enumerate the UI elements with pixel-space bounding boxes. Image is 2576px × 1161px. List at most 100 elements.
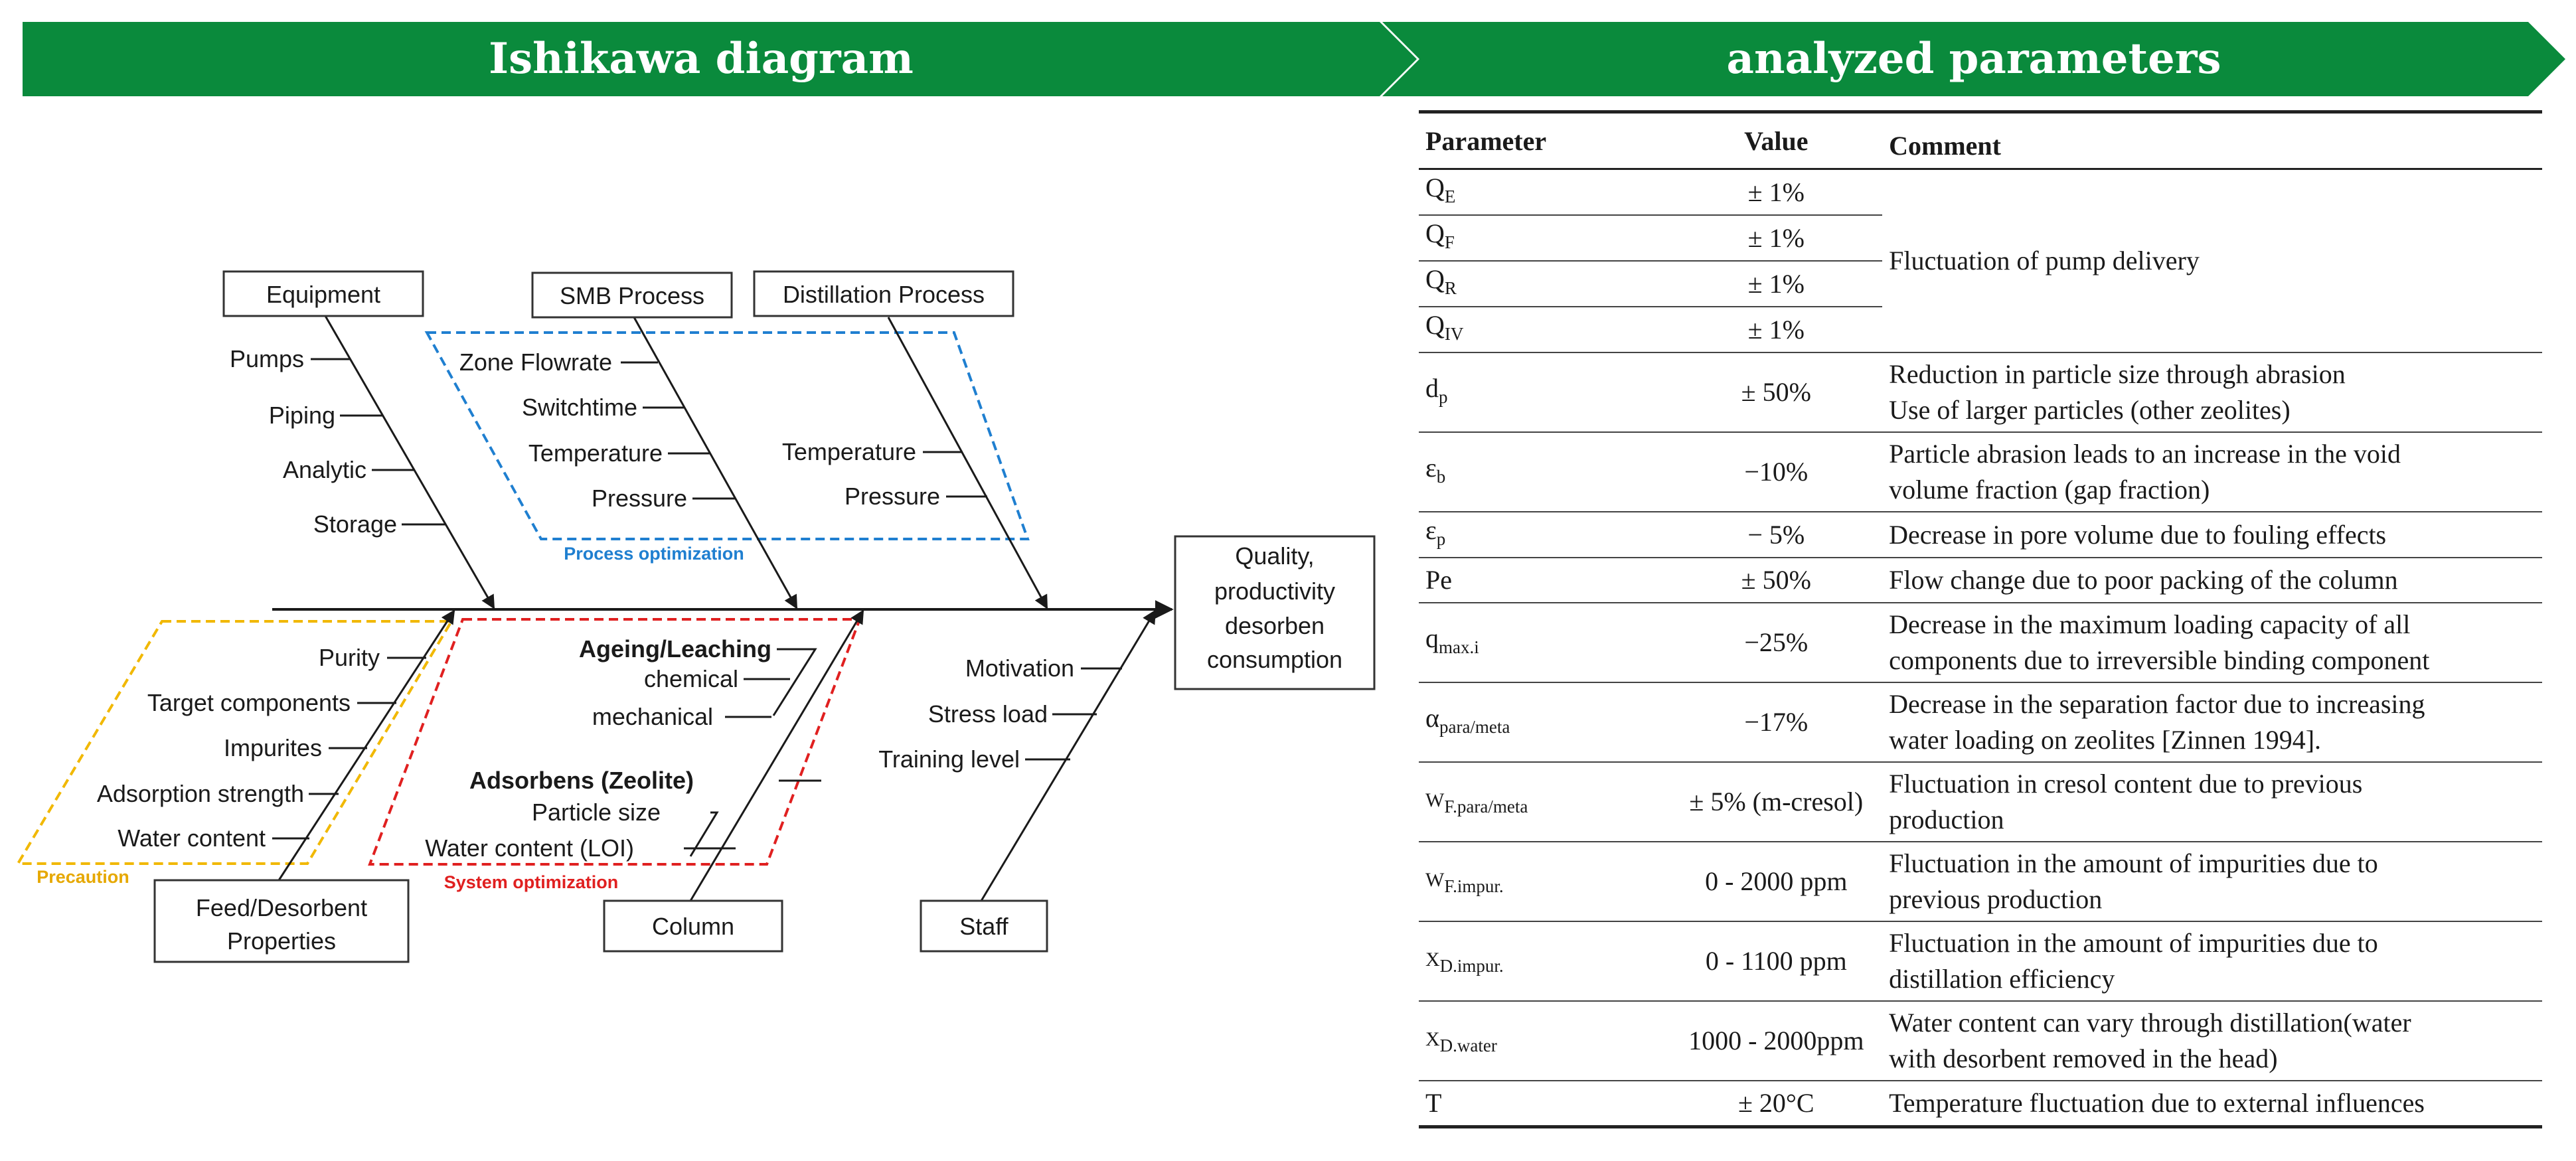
- comment-line: distillation efficiency: [1889, 964, 2115, 994]
- cause-impurites: Impurites: [224, 734, 322, 761]
- parameter-symbol: Q: [1425, 173, 1445, 202]
- parameter-cell: XD.impur.: [1419, 921, 1670, 1002]
- value-cell: −25%: [1670, 603, 1883, 683]
- table-row: WF.para/meta ± 5% (m-cresol)Fluctuation i…: [1419, 762, 2542, 842]
- effect-line1: Quality,: [1235, 542, 1314, 570]
- column-label: Column: [652, 913, 734, 940]
- cause-water-content-loi: Water content (LOI): [425, 834, 634, 862]
- table-row: Pe± 50%Flow change due to poor packing o…: [1419, 558, 2542, 603]
- comment-cell: Flow change due to poor packing of the c…: [1882, 558, 2542, 603]
- cause-pumps: Pumps: [230, 345, 304, 372]
- effect-line4: consumption: [1207, 646, 1342, 673]
- table-row: αpara/meta−17%Decrease in the separation…: [1419, 682, 2542, 763]
- comment-line: Fluctuation in the amount of impurities …: [1889, 928, 2378, 958]
- table-row: QF± 1%: [1419, 215, 2542, 262]
- parameters-banner: analyzed parameters: [1382, 22, 2565, 96]
- parameter-symbol: q: [1425, 623, 1439, 653]
- comment-line: Water content can vary through distillat…: [1889, 1008, 2411, 1038]
- cause-zone-flowrate: Zone Flowrate: [459, 348, 612, 376]
- value-cell: ± 20°C: [1670, 1081, 1883, 1128]
- distillation-cause-lines: [923, 451, 987, 498]
- parameter-cell: QF: [1419, 215, 1670, 262]
- parameters-banner-arrow: [1382, 22, 2565, 96]
- table-row: QR± 1%: [1419, 261, 2542, 307]
- comment-line: volume fraction (gap fraction): [1889, 475, 2210, 504]
- column-cause-lines: [684, 648, 821, 857]
- parameter-subscript: E: [1444, 187, 1456, 206]
- comment-cell: Fluctuation in the amount of impurities …: [1882, 921, 2542, 1002]
- value-cell: 1000 - 2000ppm: [1670, 1001, 1883, 1081]
- parameter-symbol: Q: [1425, 310, 1445, 340]
- equipment-cause-lines: [311, 358, 446, 526]
- cause-mechanical: mechanical: [592, 703, 713, 730]
- comment-cell: Fluctuation of pump delivery: [1882, 169, 2542, 353]
- parameter-cell: εp: [1419, 512, 1670, 558]
- comment-cell: Fluctuation in the amount of impurities …: [1882, 842, 2542, 922]
- staff-box: [920, 899, 1048, 953]
- parameter-subscript: max.i: [1439, 637, 1479, 657]
- header-parameter: Parameter: [1419, 110, 1670, 170]
- cause-storage: Storage: [313, 510, 397, 538]
- table-header-row: Parameter Value Comment: [1419, 110, 2542, 170]
- cause-particle-size: Particle size: [532, 799, 661, 826]
- parameter-cell: Pe: [1419, 558, 1670, 603]
- comment-line: previous production: [1889, 884, 2103, 914]
- parameter-cell: qmax.i: [1419, 603, 1670, 683]
- parameter-subscript: D.impur.: [1439, 955, 1504, 976]
- parameter-symbol: d: [1425, 372, 1439, 403]
- ishikawa-banner-arrow: [23, 22, 1417, 96]
- comment-line: Fluctuation in cresol content due to pre…: [1889, 769, 2363, 799]
- cause-piping: Piping: [269, 402, 335, 429]
- parameter-symbol: W: [1425, 789, 1445, 811]
- table-row: dp± 50%Reduction in particle size throug…: [1419, 352, 2542, 433]
- cause-training-level: Training level: [878, 745, 1020, 773]
- parameter-symbol: T: [1425, 1088, 1442, 1118]
- process-optimization-region: [424, 331, 1030, 540]
- table-row: qmax.i−25%Decrease in the maximum loadin…: [1419, 603, 2542, 683]
- parameter-symbol: ε: [1425, 452, 1437, 483]
- parameter-subscript: b: [1436, 466, 1446, 487]
- feed-cause-lines: [272, 657, 426, 840]
- column-box: [603, 899, 783, 953]
- feed-desorbent-box: [153, 879, 410, 963]
- cause-target-components: Target components: [147, 689, 351, 716]
- parameters-banner-title: analyzed parameters: [1726, 34, 2221, 84]
- comment-line: components due to irreversible binding c…: [1889, 645, 2430, 675]
- cause-smb-pressure: Pressure: [592, 485, 687, 512]
- parameter-subscript: F.para/meta: [1444, 796, 1528, 816]
- cause-stress-load: Stress load: [928, 700, 1048, 728]
- comment-cell: Decrease in the separation factor due to…: [1882, 682, 2542, 763]
- staff-bone: [980, 609, 1157, 901]
- comment-cell: Temperature fluctuation due to external …: [1882, 1081, 2542, 1128]
- table-row: QE± 1%Fluctuation of pump delivery: [1419, 169, 2542, 353]
- smb-cause-lines: [621, 361, 736, 500]
- parameter-symbol: ε: [1425, 515, 1437, 545]
- comment-line: production: [1889, 805, 2004, 834]
- parameter-cell: αpara/meta: [1419, 682, 1670, 763]
- value-cell: 0 - 1100 ppm: [1670, 921, 1883, 1002]
- parameter-cell: QIV: [1419, 307, 1670, 353]
- effect-line3: desorben: [1225, 612, 1325, 639]
- distillation-process-label: Distillation Process: [783, 281, 985, 308]
- parameter-symbol: Q: [1425, 218, 1445, 248]
- cause-chemical: chemical: [644, 665, 738, 692]
- parameter-subscript: p: [1439, 386, 1448, 407]
- cause-analytic: Analytic: [283, 456, 366, 483]
- parameter-cell: dp: [1419, 352, 1670, 433]
- system-optimization-region: [368, 618, 862, 866]
- effect-box: [1174, 535, 1376, 690]
- parameter-cell: QE: [1419, 169, 1670, 216]
- cause-adsorbens-zeolite: Adsorbens (Zeolite): [469, 767, 694, 794]
- cause-adsorption-strength: Adsorption strength: [97, 780, 304, 807]
- parameter-symbol: α: [1425, 702, 1439, 733]
- parameter-subscript: IV: [1444, 324, 1464, 344]
- header-comment: Comment: [1882, 110, 2542, 170]
- value-cell: − 5%: [1670, 512, 1883, 558]
- comment-line: Decrease in pore volume due to fouling e…: [1889, 519, 2387, 550]
- distillation-bone: [887, 317, 1048, 609]
- value-cell: ± 5% (m-cresol): [1670, 762, 1883, 842]
- precaution-region: [15, 620, 454, 865]
- value-cell: ± 50%: [1670, 352, 1883, 433]
